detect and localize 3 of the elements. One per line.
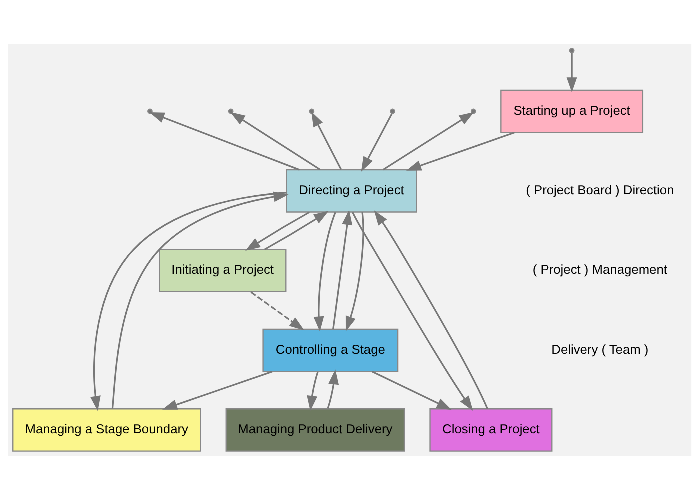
label: Delivery ( Team ) xyxy=(552,342,649,357)
label: ( Project Board ) Direction xyxy=(526,182,674,198)
label: ( Project ) Management xyxy=(532,262,668,278)
